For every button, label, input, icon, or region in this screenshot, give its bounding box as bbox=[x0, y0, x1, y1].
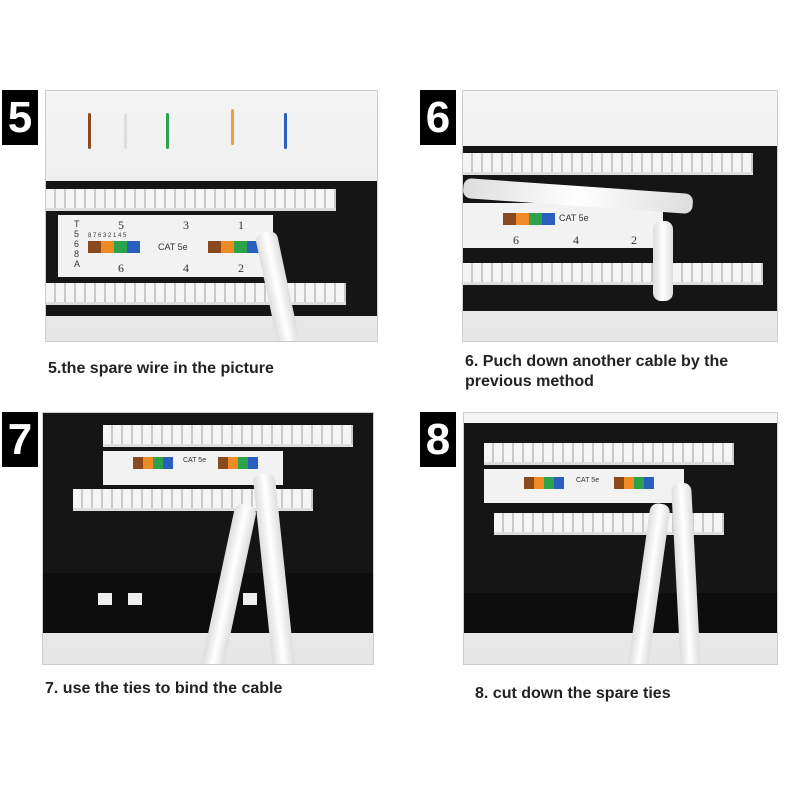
step-7-photo: CAT 5e bbox=[42, 412, 374, 665]
punch-down-strip-top bbox=[484, 443, 734, 465]
brown-wire bbox=[88, 113, 91, 149]
wire-color-code bbox=[614, 477, 654, 489]
wire-color-code bbox=[133, 457, 173, 469]
wire-color-code bbox=[208, 241, 260, 253]
cable bbox=[653, 221, 673, 301]
punch-down-strip-bottom bbox=[46, 283, 346, 305]
cable-manager-bar bbox=[43, 573, 373, 633]
orange-wire bbox=[231, 109, 234, 145]
blue-wire bbox=[284, 113, 287, 149]
step-caption: 8. cut down the spare ties bbox=[475, 685, 671, 702]
punch-down-strip-bottom bbox=[73, 489, 313, 511]
punch-down-strip-top bbox=[463, 153, 753, 175]
step-number-badge: 6 bbox=[420, 90, 456, 145]
panel-label: CAT 5e 6 4 2 bbox=[463, 203, 663, 248]
punch-down-strip-top bbox=[46, 189, 336, 211]
caption-line: 6. Puch down another cable by the bbox=[465, 353, 729, 370]
step-6-photo: CAT 5e 6 4 2 bbox=[462, 90, 778, 342]
step-caption: 6. Puch down another cable by the previou… bbox=[465, 352, 728, 392]
punch-down-strip-top bbox=[103, 425, 353, 447]
wire-color-code bbox=[88, 241, 140, 253]
step-number-badge: 7 bbox=[2, 412, 38, 467]
wire-color-code bbox=[503, 213, 555, 225]
panel-label: CAT 5e bbox=[484, 469, 684, 503]
cable-manager-bar bbox=[464, 593, 777, 633]
green-wire bbox=[166, 113, 169, 149]
step-8-photo: CAT 5e bbox=[463, 412, 778, 665]
wire-color-code bbox=[524, 477, 564, 489]
step-number-badge: 5 bbox=[2, 90, 38, 145]
step-number-badge: 8 bbox=[420, 412, 456, 467]
wire-color-code bbox=[218, 457, 258, 469]
step-caption: 7. use the ties to bind the cable bbox=[45, 680, 283, 697]
caption-line: previous method bbox=[465, 373, 594, 390]
step-caption: 5.the spare wire in the picture bbox=[48, 360, 274, 377]
punch-down-strip-bottom bbox=[463, 263, 763, 285]
white-wire bbox=[124, 113, 127, 149]
